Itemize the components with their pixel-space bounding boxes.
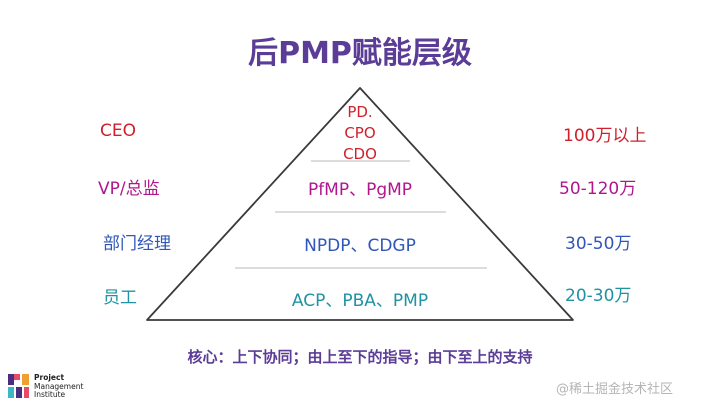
level-left-label: 员工 [103, 288, 137, 308]
tier-top-line-1: PD. [347, 103, 373, 121]
tier-top-center: PD. CPO CDO [310, 102, 410, 165]
tier-top-line-2: CPO [344, 124, 376, 142]
level-left-label: CEO [100, 121, 136, 141]
logo-line-1: Project [34, 373, 65, 382]
logo-line-2: Management [34, 381, 84, 391]
pmi-logo-text: Project Management Institute [34, 373, 84, 400]
core-principle-text: 核心：上下协同；由上至下的指导；由下至上的支持 [187, 348, 533, 366]
logo-line-3: Institute [34, 390, 66, 399]
pmi-logo-icon [8, 374, 29, 398]
pyramid-outline [146, 87, 574, 321]
level-left-label: 部门经理 [103, 234, 171, 254]
watermark: @稀土掘金技术社区 [556, 382, 674, 397]
tier-3-center: NPDP、CDGP [304, 236, 416, 256]
level-left-label: VP/总监 [98, 179, 160, 199]
level-right-label: 30-50万 [565, 234, 632, 254]
tier-2-center: PfMP、PgMP [307, 180, 413, 200]
level-right-label: 50-120万 [559, 179, 637, 199]
page-title: 后PMP赋能层级 [248, 36, 472, 71]
tier-4-center: ACP、PBA、PMP [291, 291, 429, 311]
tier-top-line-3: CDO [343, 145, 377, 163]
level-right-label: 100万以上 [563, 126, 647, 146]
level-right-label: 20-30万 [565, 286, 632, 306]
